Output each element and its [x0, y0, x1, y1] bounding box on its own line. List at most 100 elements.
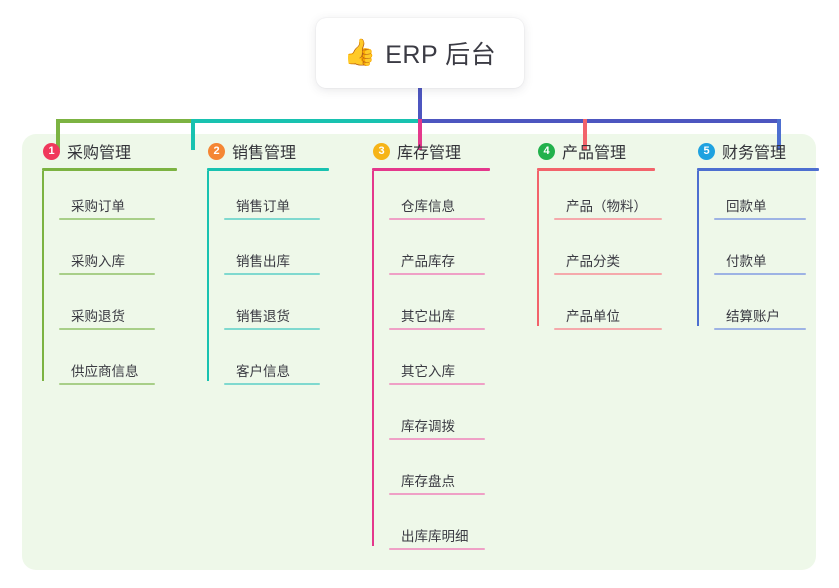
list-item-rule — [59, 328, 155, 330]
list-item-label: 产品库存 — [401, 254, 455, 269]
column-title-1: 采购管理 — [67, 145, 132, 162]
root-title: ERP 后台 — [385, 41, 497, 69]
column-items-3: 仓库信息产品库存其它出库其它入库库存调拨库存盘点出库库明细 — [372, 171, 527, 556]
list-item[interactable]: 产品分类 — [554, 226, 692, 281]
list-item[interactable]: 产品（物料） — [554, 171, 692, 226]
list-item-label: 出库库明细 — [401, 529, 469, 544]
list-item[interactable]: 销售退货 — [224, 281, 362, 336]
list-item[interactable]: 仓库信息 — [389, 171, 527, 226]
list-item-label: 采购订单 — [71, 199, 125, 214]
list-item-rule — [389, 493, 485, 495]
column-spine-2 — [207, 171, 209, 381]
column-items-2: 销售订单销售出库销售退货客户信息 — [207, 171, 362, 391]
list-item-label: 产品单位 — [566, 309, 620, 324]
list-item-rule — [389, 438, 485, 440]
list-item[interactable]: 销售订单 — [224, 171, 362, 226]
list-item-rule — [59, 218, 155, 220]
list-item-rule — [714, 328, 806, 330]
list-item[interactable]: 结算账户 — [714, 281, 837, 336]
column-3: 3 库存管理仓库信息产品库存其它出库其它入库库存调拨库存盘点出库库明细 — [362, 134, 527, 556]
list-item[interactable]: 库存盘点 — [389, 446, 527, 501]
column-title-5: 财务管理 — [722, 145, 787, 162]
list-item[interactable]: 产品库存 — [389, 226, 527, 281]
list-item-label: 仓库信息 — [401, 199, 455, 214]
column-header-5[interactable]: 5 财务管理 — [687, 134, 837, 168]
column-header-2[interactable]: 2 销售管理 — [197, 134, 362, 168]
list-item-label: 客户信息 — [236, 364, 290, 379]
column-header-rule-4 — [537, 168, 655, 171]
list-item-label: 供应商信息 — [71, 364, 139, 379]
list-item-rule — [389, 383, 485, 385]
list-item[interactable]: 采购退货 — [59, 281, 197, 336]
list-item-label: 销售退货 — [236, 309, 290, 324]
list-item-rule — [554, 328, 662, 330]
list-item[interactable]: 采购入库 — [59, 226, 197, 281]
list-item-label: 销售订单 — [236, 199, 290, 214]
list-item[interactable]: 库存调拨 — [389, 391, 527, 446]
list-item-rule — [389, 548, 485, 550]
column-4: 4 产品管理产品（物料） 产品分类产品单位 — [527, 134, 692, 336]
column-header-rule-3 — [372, 168, 490, 171]
list-item-rule — [59, 273, 155, 275]
list-item[interactable]: 客户信息 — [224, 336, 362, 391]
list-item-rule — [554, 218, 662, 220]
list-item[interactable]: 出库库明细 — [389, 501, 527, 556]
list-item-rule — [224, 383, 320, 385]
column-spine-5 — [697, 171, 699, 326]
list-item-label: 销售出库 — [236, 254, 290, 269]
column-spine-3 — [372, 171, 374, 546]
column-spine-4 — [537, 171, 539, 326]
column-items-1: 采购订单采购入库采购退货供应商信息 — [42, 171, 197, 391]
column-header-rule-1 — [42, 168, 177, 171]
list-item-rule — [224, 328, 320, 330]
column-items-4: 产品（物料） 产品分类产品单位 — [537, 171, 692, 336]
list-item[interactable]: 销售出库 — [224, 226, 362, 281]
column-header-rule-5 — [697, 168, 819, 171]
list-item-rule — [389, 273, 485, 275]
column-header-4[interactable]: 4 产品管理 — [527, 134, 692, 168]
root-node[interactable]: 👍 ERP 后台 — [316, 18, 524, 88]
list-item-label: 采购退货 — [71, 309, 125, 324]
list-item-rule — [224, 273, 320, 275]
list-item[interactable]: 回款单 — [714, 171, 837, 226]
diagram-panel — [22, 134, 816, 570]
column-header-rule-2 — [207, 168, 329, 171]
column-1: 1 采购管理采购订单采购入库采购退货供应商信息 — [32, 134, 197, 391]
column-header-3[interactable]: 3 库存管理 — [362, 134, 527, 168]
list-item[interactable]: 采购订单 — [59, 171, 197, 226]
list-item[interactable]: 其它出库 — [389, 281, 527, 336]
list-item-label: 其它入库 — [401, 364, 455, 379]
list-item-rule — [554, 273, 662, 275]
column-title-2: 销售管理 — [232, 145, 297, 162]
list-item[interactable]: 供应商信息 — [59, 336, 197, 391]
column-spine-1 — [42, 171, 44, 381]
column-badge-1: 1 — [43, 142, 60, 160]
thumbs-up-icon: 👍 — [343, 37, 377, 67]
column-badge-2: 2 — [208, 142, 225, 160]
column-badge-4: 4 — [538, 142, 555, 160]
list-item[interactable]: 付款单 — [714, 226, 837, 281]
list-item[interactable]: 其它入库 — [389, 336, 527, 391]
column-header-1[interactable]: 1 采购管理 — [32, 134, 197, 168]
list-item-rule — [714, 273, 806, 275]
column-container: 1 采购管理采购订单采购入库采购退货供应商信息 2 销售管理销售订单销售出库销售退货客… — [22, 134, 819, 570]
column-items-5: 回款单付款单结算账户 — [697, 171, 837, 336]
column-2: 2 销售管理销售订单销售出库销售退货客户信息 — [197, 134, 362, 391]
column-title-3: 库存管理 — [397, 145, 462, 162]
list-item-label: 库存盘点 — [401, 474, 455, 489]
list-item-label: 库存调拨 — [401, 419, 455, 434]
list-item[interactable]: 产品单位 — [554, 281, 692, 336]
column-badge-3: 3 — [373, 142, 390, 160]
list-item-label: 结算账户 — [726, 309, 780, 324]
list-item-label: 产品分类 — [566, 254, 620, 269]
column-title-4: 产品管理 — [562, 145, 627, 162]
column-5: 5 财务管理回款单付款单结算账户 — [687, 134, 837, 336]
list-item-label: 采购入库 — [71, 254, 125, 269]
list-item-rule — [59, 383, 155, 385]
list-item-label: 付款单 — [726, 254, 767, 269]
list-item-rule — [389, 218, 485, 220]
list-item-rule — [714, 218, 806, 220]
column-badge-5: 5 — [698, 142, 715, 160]
list-item-rule — [389, 328, 485, 330]
